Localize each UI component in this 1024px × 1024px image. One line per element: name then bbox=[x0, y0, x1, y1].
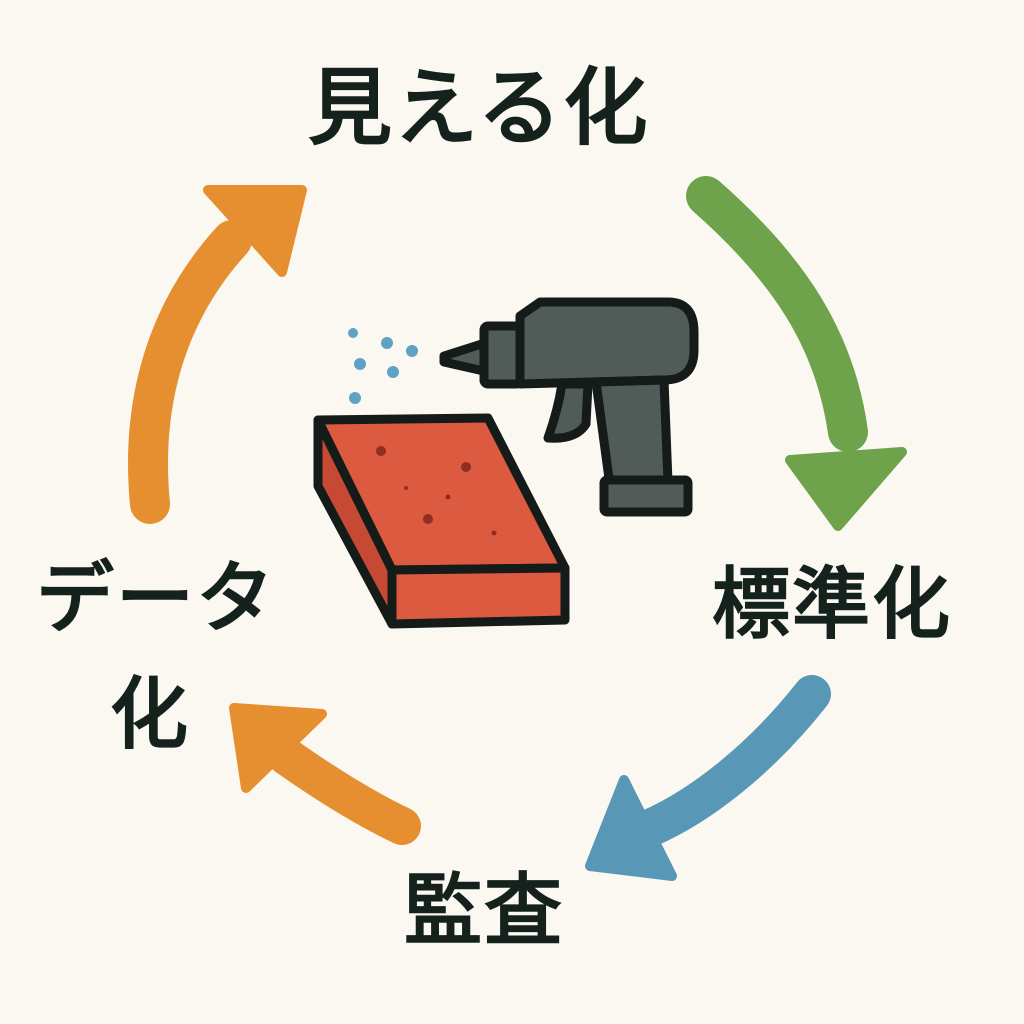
arrow-orange-top-icon bbox=[128, 185, 307, 524]
stage-label-standardization: 標準化 bbox=[712, 560, 953, 650]
stage-label-data-line2: 化 bbox=[110, 670, 191, 760]
stage-label-data-line1: データ bbox=[36, 554, 277, 644]
brick-icon bbox=[313, 413, 570, 629]
stage-label-audit: 監査 bbox=[404, 866, 565, 956]
arrow-orange-bottom-icon bbox=[229, 703, 421, 845]
stage-label-visualization: 見える化 bbox=[308, 59, 650, 157]
arrow-blue-icon bbox=[585, 675, 831, 881]
spray-mist-icon bbox=[348, 328, 418, 404]
arrow-green-icon bbox=[686, 176, 907, 531]
spray-gun-icon bbox=[439, 297, 699, 517]
